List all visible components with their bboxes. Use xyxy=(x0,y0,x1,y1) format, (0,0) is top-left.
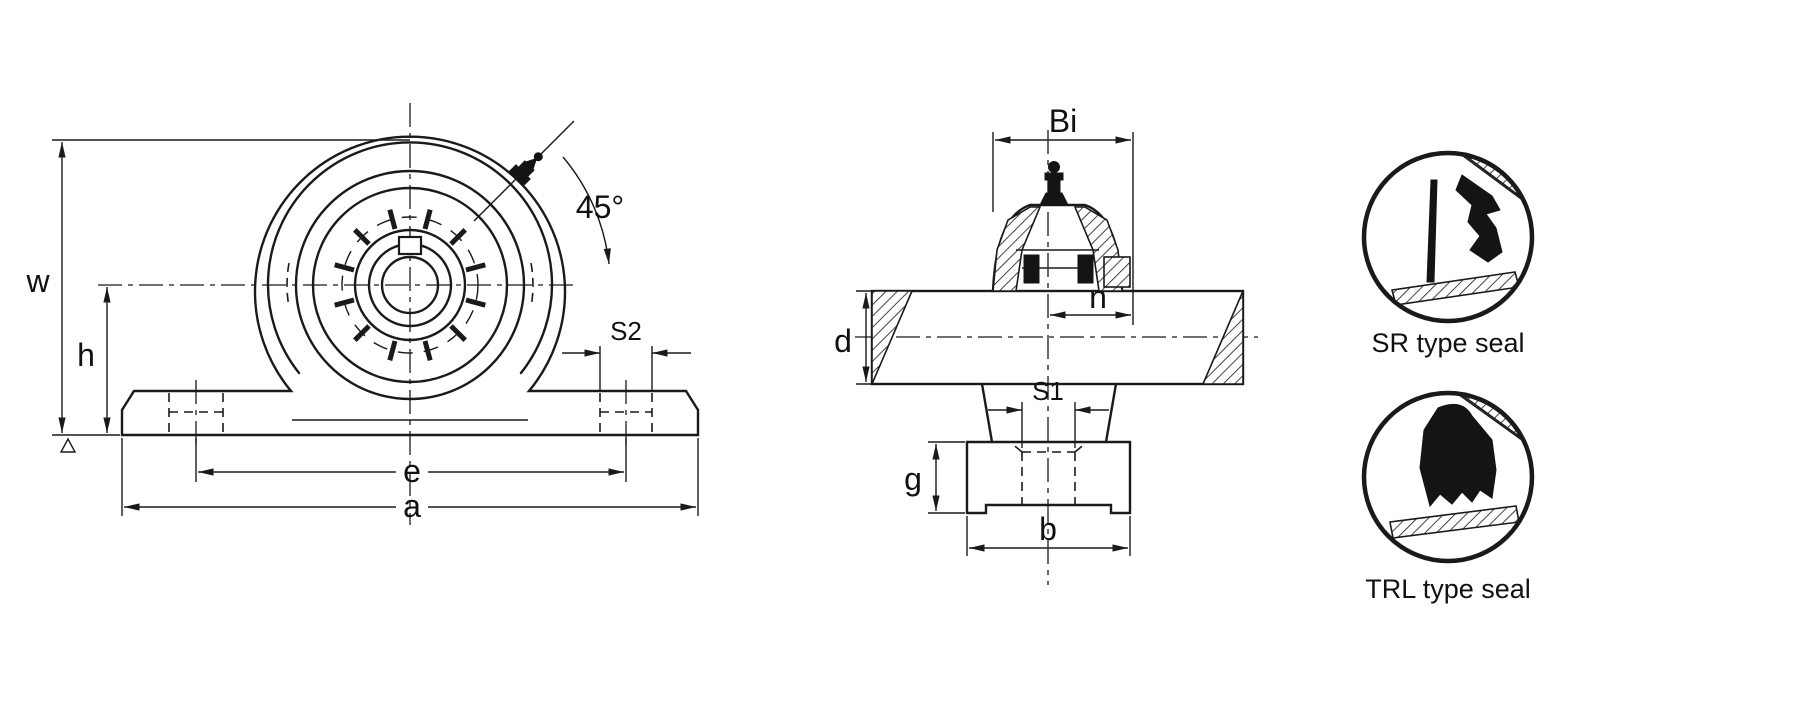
seal-detail-sr: SR type seal xyxy=(1361,150,1535,358)
dimension-n: n xyxy=(1050,279,1131,319)
trl-seal-caption: TRL type seal xyxy=(1365,574,1531,604)
h-label: h xyxy=(77,337,95,373)
bearing-rings xyxy=(294,169,526,401)
sr-detail-circle xyxy=(1361,150,1535,324)
dimension-e: e xyxy=(195,438,627,489)
dimension-s1: S1 xyxy=(988,376,1109,448)
trl-shaft-hatch xyxy=(1389,505,1520,539)
side-view: Bi n d S1 g xyxy=(834,103,1258,585)
dimension-g: g xyxy=(904,441,965,514)
locking-collar xyxy=(1103,256,1131,288)
seat-arc-right xyxy=(530,262,534,308)
raceway-circle xyxy=(311,186,509,384)
shaft-break-left xyxy=(871,290,914,385)
adapter-nut-circle xyxy=(353,228,467,342)
seat-arc-left xyxy=(286,262,290,308)
shaft-break-right xyxy=(1201,290,1244,385)
sr-seal-lip xyxy=(1455,174,1503,263)
housing-inner-rim xyxy=(266,141,554,375)
dimension-d: d xyxy=(834,290,874,385)
shaft xyxy=(870,289,1245,386)
lockwasher-tabs xyxy=(334,209,486,361)
n-label: n xyxy=(1089,279,1107,315)
sr-housing-hatch xyxy=(1454,153,1532,217)
a-label: a xyxy=(403,488,421,524)
dimension-h: h xyxy=(77,287,111,433)
front-view: 45° S2 w xyxy=(25,103,700,525)
foot-hole-right xyxy=(599,380,653,448)
sr-shaft-hatch xyxy=(1390,271,1521,306)
bore-circle xyxy=(380,255,440,315)
dimension-bi: Bi xyxy=(992,103,1134,325)
keyway-slot xyxy=(397,235,423,256)
base-bolt-hole xyxy=(1009,441,1088,505)
cap-hatch-left xyxy=(992,206,1042,292)
inner-ring-right xyxy=(1077,254,1094,284)
sr-slinger xyxy=(1426,179,1438,283)
trl-seal-body xyxy=(1419,403,1497,508)
inner-ring-left xyxy=(1023,254,1040,284)
s2-label: S2 xyxy=(610,316,642,346)
b-label: b xyxy=(1039,511,1057,547)
lockwasher-circle xyxy=(341,216,479,354)
dimension-b: b xyxy=(966,511,1131,556)
outer-ring-circle xyxy=(294,169,526,401)
g-label: g xyxy=(904,461,922,497)
d-label: d xyxy=(834,323,852,359)
seal-detail-trl: TRL type seal xyxy=(1361,390,1535,604)
w-label: w xyxy=(25,263,50,299)
bearing-section xyxy=(991,161,1131,293)
bi-label: Bi xyxy=(1049,103,1077,139)
e-label: e xyxy=(403,453,421,489)
sr-seal-caption: SR type seal xyxy=(1371,328,1524,358)
angle-label: 45° xyxy=(576,189,624,225)
datum-triangle xyxy=(59,437,77,453)
angle-arc xyxy=(562,156,611,265)
dimension-w: w xyxy=(25,139,410,453)
pedestal-base xyxy=(965,382,1132,515)
housing-outline xyxy=(120,135,700,437)
dimension-a: a xyxy=(121,438,699,524)
dimension-s2: S2 xyxy=(562,316,691,390)
s1-label: S1 xyxy=(1032,376,1064,406)
foot-hole-left xyxy=(168,380,224,448)
grease-nipple-icon xyxy=(1039,161,1069,206)
trl-detail-circle xyxy=(1361,390,1535,564)
grease-fitting-icon xyxy=(508,152,543,187)
